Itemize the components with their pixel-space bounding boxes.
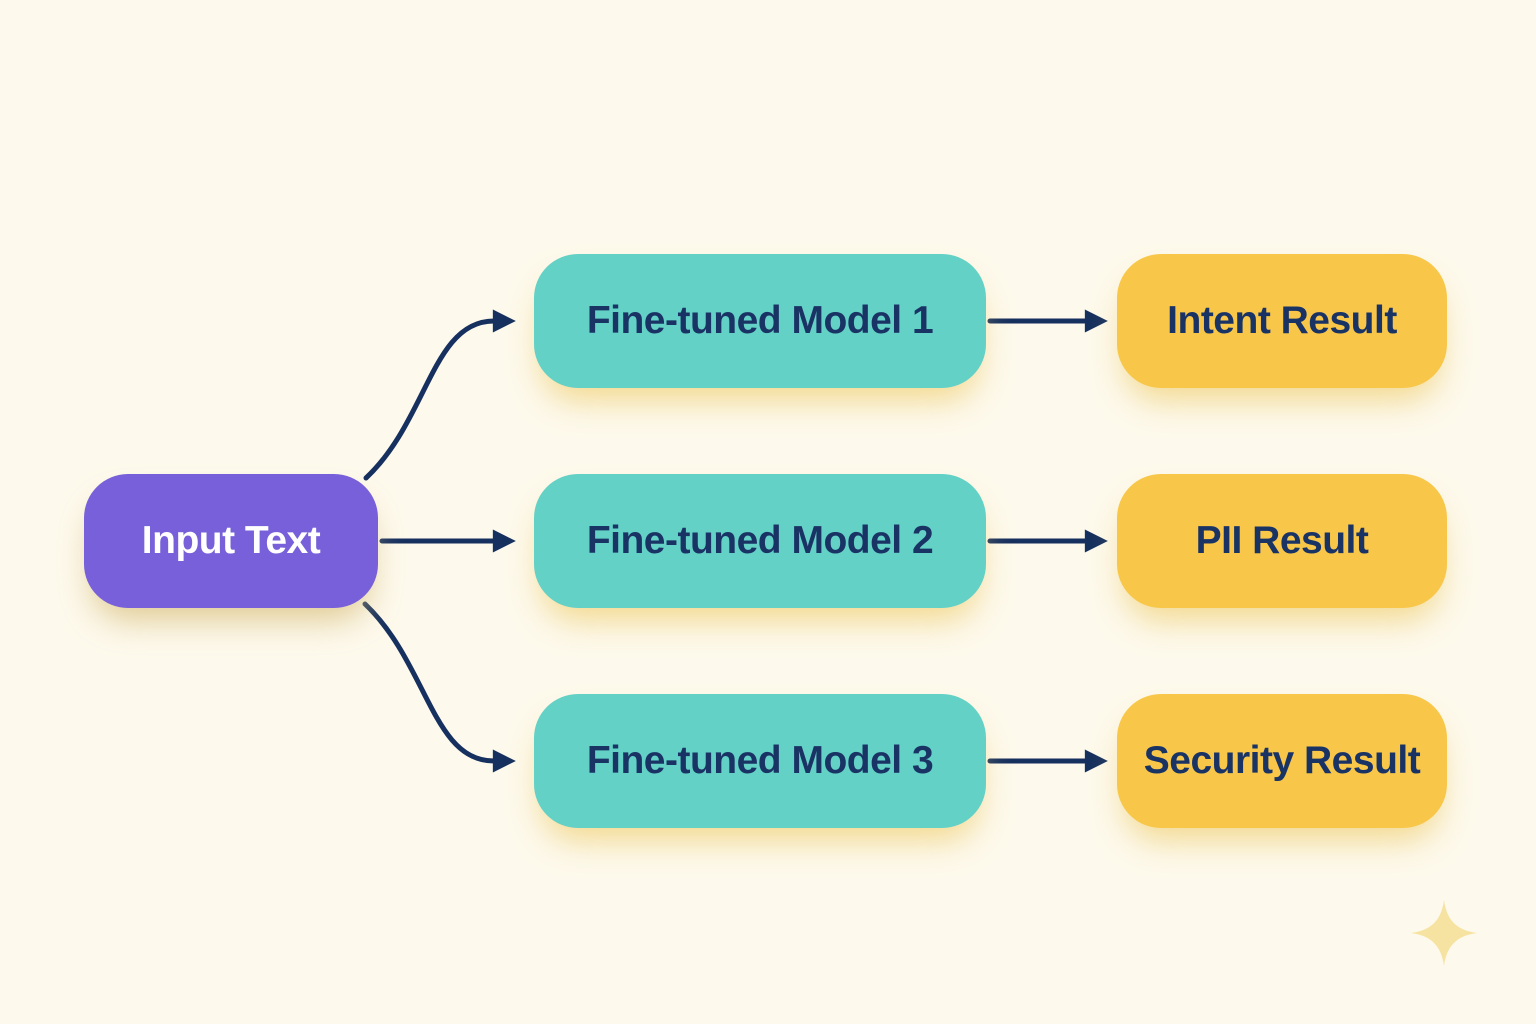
node-pii-result: PII Result bbox=[1117, 474, 1447, 608]
arrow-input-to-model-3 bbox=[362, 601, 516, 773]
node-security-result: Security Result bbox=[1117, 694, 1447, 828]
sparkle-icon bbox=[1411, 900, 1477, 966]
node-pii-result-label: PII Result bbox=[1195, 519, 1369, 562]
node-security-result-label: Security Result bbox=[1143, 739, 1421, 782]
node-fine-tuned-model-1: Fine-tuned Model 1 bbox=[534, 254, 986, 388]
node-fine-tuned-model-3-label: Fine-tuned Model 3 bbox=[586, 739, 934, 782]
node-input-text: Input Text bbox=[84, 474, 378, 608]
node-fine-tuned-model-1-label: Fine-tuned Model 1 bbox=[586, 299, 934, 342]
node-fine-tuned-model-2-label: Fine-tuned Model 2 bbox=[586, 519, 934, 562]
node-fine-tuned-model-2: Fine-tuned Model 2 bbox=[534, 474, 986, 608]
node-fine-tuned-model-3: Fine-tuned Model 3 bbox=[534, 694, 986, 828]
node-intent-result: Intent Result bbox=[1117, 254, 1447, 388]
arrow-input-to-model-1 bbox=[363, 309, 516, 481]
node-input-text-label: Input Text bbox=[141, 519, 321, 562]
node-intent-result-label: Intent Result bbox=[1167, 299, 1397, 342]
